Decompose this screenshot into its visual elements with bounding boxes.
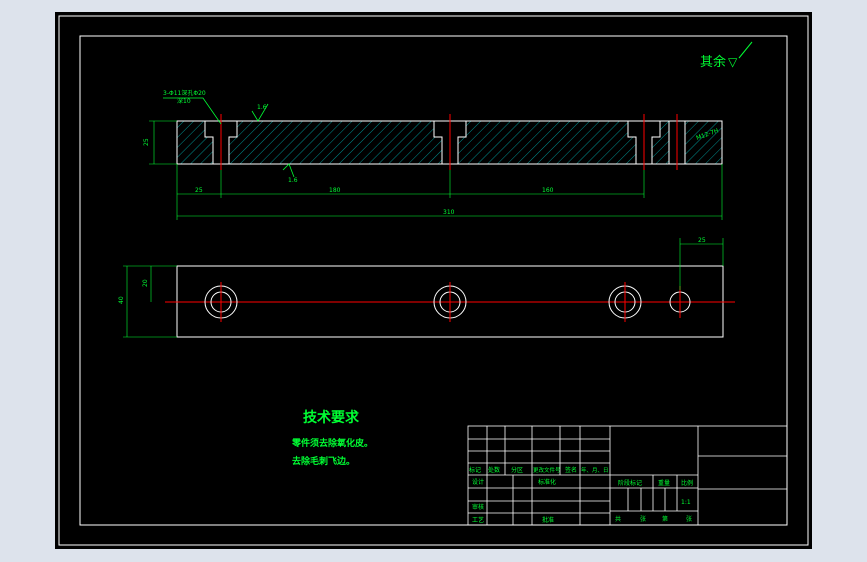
hole-callout-line1: 3-Φ11深孔Φ20: [163, 89, 206, 97]
dim-span-2: 160: [542, 187, 554, 194]
svg-text:更改文件号: 更改文件号: [533, 466, 561, 474]
sheet-border: [58, 15, 809, 546]
drawing-frame: [79, 35, 788, 526]
tb-design: 设计: [472, 478, 484, 486]
svg-text:年、月、日: 年、月、日: [581, 466, 609, 474]
tb-process: 工艺: [472, 516, 484, 524]
tb-standardization: 标准化: [538, 478, 556, 486]
dim-right-offset: 25: [698, 237, 706, 244]
tb-stage-mark: 阶段标记: [618, 479, 642, 487]
roughness-top: 1.6: [257, 104, 267, 111]
dim-height-front: 25: [143, 138, 150, 146]
hole-callout-line2: 深10: [177, 97, 191, 105]
title-block-text: 标记 处数 分区 更改文件号 签名 年、月、日 设计 标准化 审核 工艺 批准 …: [469, 466, 693, 524]
top-hole-3: [608, 282, 642, 322]
dim-span-1: 180: [329, 187, 341, 194]
dim-total: 310: [443, 209, 455, 216]
title-block: [467, 425, 788, 526]
counterbore-hole-3: [627, 114, 661, 170]
dim-left-offset: 25: [195, 187, 203, 194]
top-hole-1: [204, 282, 238, 322]
svg-text:第: 第: [662, 515, 668, 523]
tech-requirements-title: 技术要求: [303, 410, 359, 426]
drawing-canvas: 其余 ▽ 3-Φ11深孔Φ20 深10 1.6 1.6: [55, 12, 812, 549]
tb-review: 审核: [472, 503, 484, 511]
tech-requirement-2: 去除毛刺飞边。: [292, 457, 356, 467]
counterbore-hole-2: [433, 114, 467, 170]
tb-approve: 批准: [542, 516, 554, 524]
front-view: 3-Φ11深孔Φ20 深10 1.6 1.6 M12-7H 25 25 180 …: [143, 89, 723, 220]
top-threaded-hole: [669, 286, 691, 318]
svg-text:共: 共: [615, 515, 621, 523]
roughness-note: 其余: [700, 54, 726, 70]
svg-text:分区: 分区: [511, 466, 523, 474]
cad-drawing: 其余 ▽ 3-Φ11深孔Φ20 深10 1.6 1.6: [58, 15, 809, 546]
svg-text:张: 张: [686, 515, 692, 523]
dim-half-height: 20: [142, 279, 149, 287]
svg-text:处数: 处数: [488, 466, 500, 474]
dim-height-top: 40: [118, 296, 125, 304]
tb-scale-value: 1:1: [681, 499, 691, 506]
tb-scale: 比例: [681, 479, 693, 487]
svg-text:签名: 签名: [565, 466, 577, 474]
tb-weight: 重量: [658, 479, 670, 487]
roughness-symbol: ▽: [728, 55, 738, 69]
threaded-hole: [668, 114, 686, 170]
svg-text:标记: 标记: [469, 466, 481, 474]
top-hole-2: [433, 282, 467, 322]
svg-text:张: 张: [640, 515, 646, 523]
tech-requirement-1: 零件须去除氧化皮。: [292, 439, 374, 449]
roughness-bottom: 1.6: [288, 177, 298, 184]
top-view: 25 40 20: [118, 237, 735, 338]
